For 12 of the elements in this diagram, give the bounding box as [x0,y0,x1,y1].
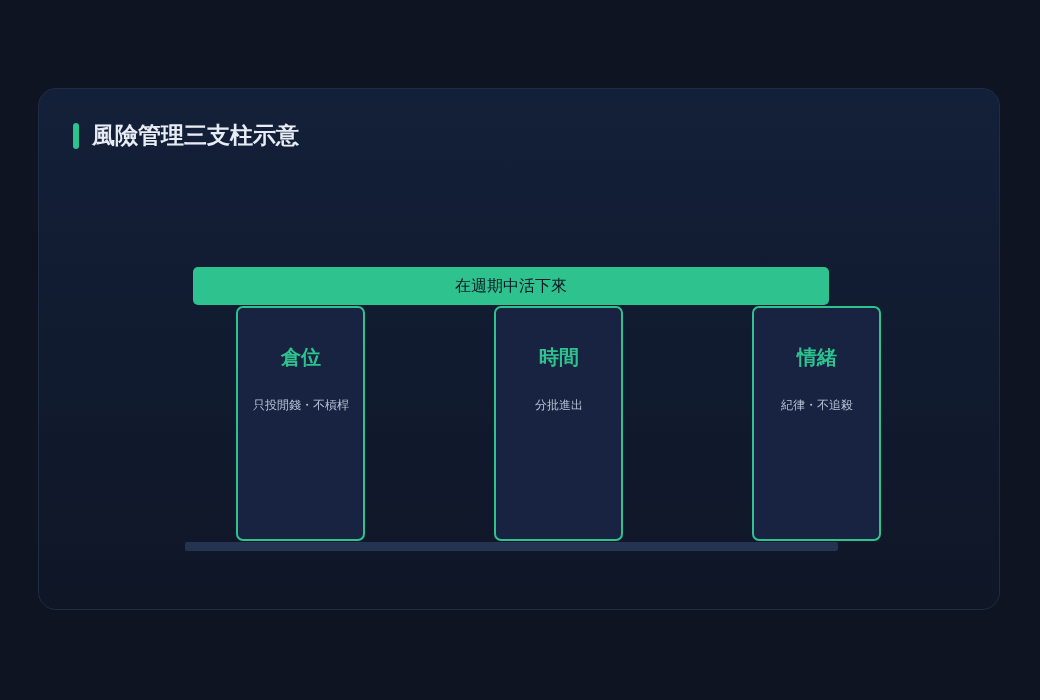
roof-banner: 在週期中活下來 [193,267,829,305]
pillar-heading: 時間 [538,344,579,371]
pillar-description: 分批進出 [534,397,583,414]
pillar-box [236,306,365,541]
pillar-box [494,306,623,541]
title: 風險管理三支柱示意 [92,121,299,150]
pillar-description: 紀律・不追殺 [780,397,853,414]
pillar-description: 只投閒錢・不槓桿 [252,397,349,414]
base-bar [185,542,838,551]
pillar-heading: 情緒 [796,344,837,371]
pillar-heading: 倉位 [280,344,321,371]
pillar-box [752,306,881,541]
